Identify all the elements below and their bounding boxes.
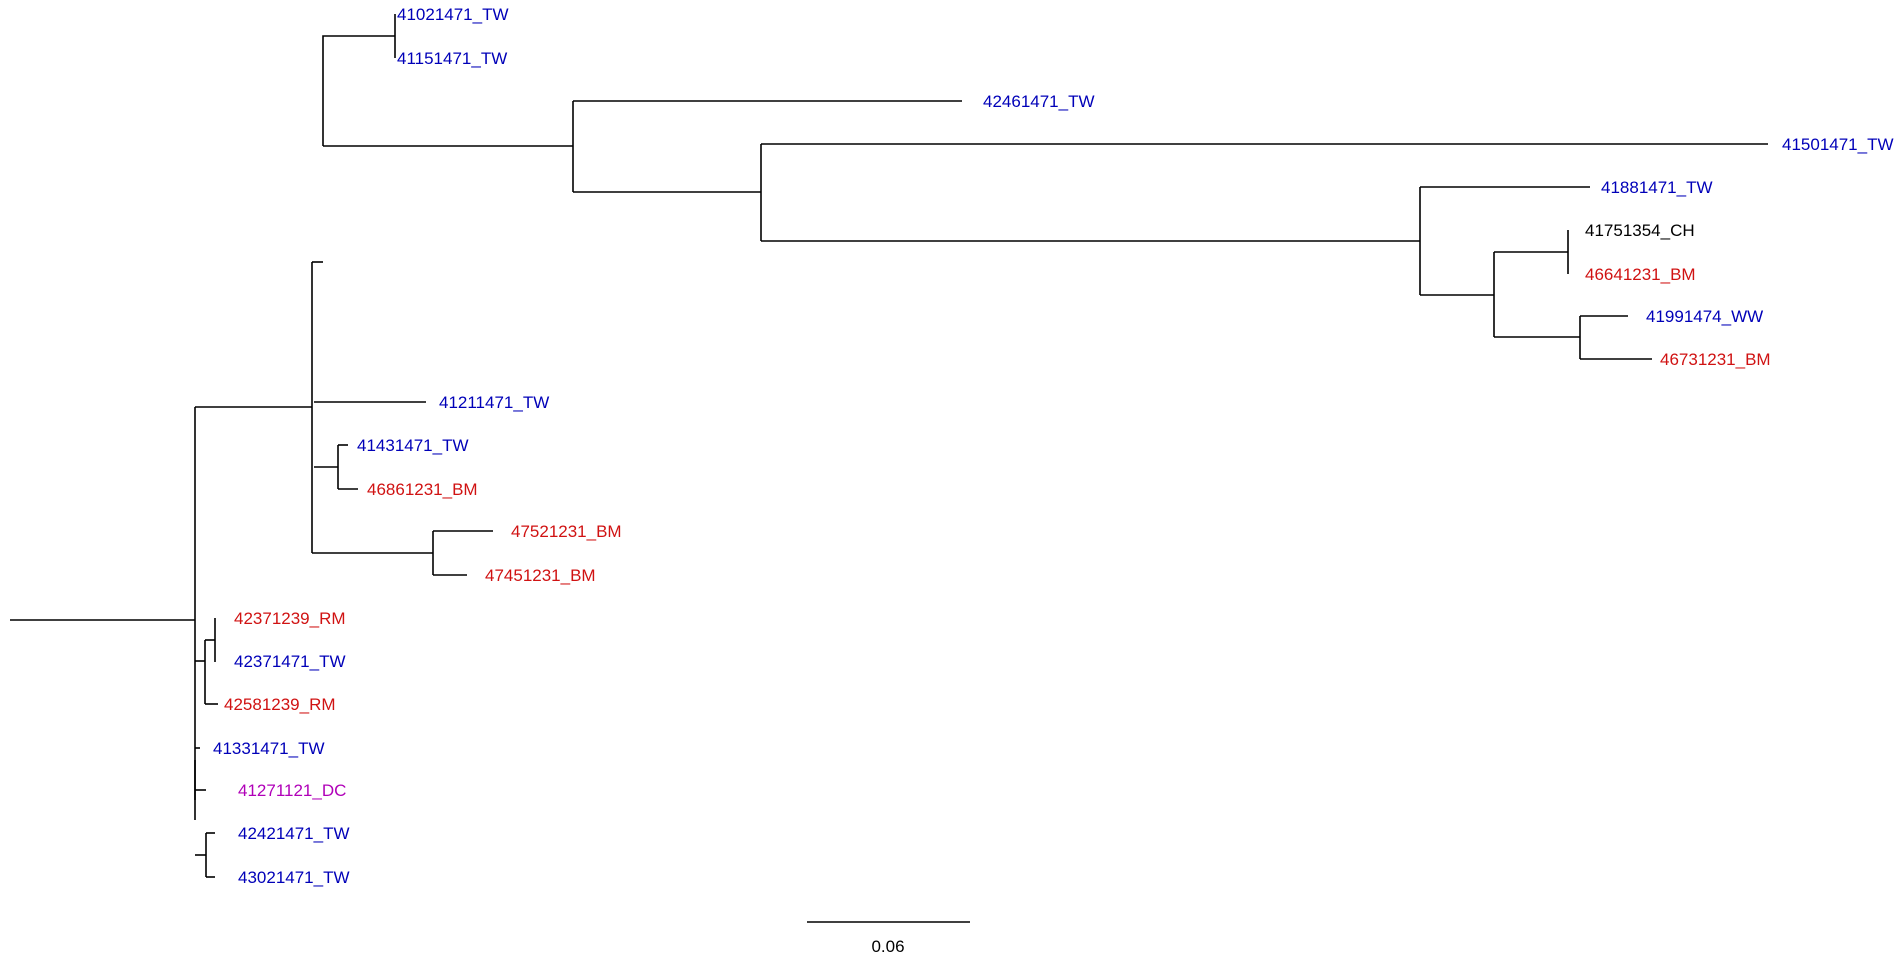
tree-branches <box>10 14 1768 878</box>
leaf-label-47521231_BM: 47521231_BM <box>511 522 622 541</box>
leaf-label-41881471_TW: 41881471_TW <box>1601 178 1713 197</box>
leaf-label-42581239_RM: 42581239_RM <box>224 695 336 714</box>
leaf-label-42461471_TW: 42461471_TW <box>983 92 1095 111</box>
scale-bar: 0.06 <box>807 921 970 956</box>
leaf-label-47451231_BM: 47451231_BM <box>485 566 596 585</box>
branch-node-b <box>322 35 395 90</box>
leaf-label-41751354_CH: 41751354_CH <box>1585 221 1695 240</box>
leaf-label-41501471_TW: 41501471_TW <box>1782 135 1894 154</box>
leaf-labels: 41021471_TW 41151471_TW 42461471_TW 4150147… <box>213 5 1894 887</box>
leaf-label-41151471_TW: 41151471_TW <box>397 49 507 68</box>
leaf-label-41271121_DC: 41271121_DC <box>238 781 346 800</box>
leaf-label-41331471_TW: 41331471_TW <box>213 739 325 758</box>
leaf-label-41431471_TW: 41431471_TW <box>357 436 469 455</box>
leaf-label-42371471_TW: 42371471_TW <box>234 652 346 671</box>
leaf-label-46641231_BM: 46641231_BM <box>1585 265 1696 284</box>
scale-bar-label: 0.06 <box>871 937 904 956</box>
leaf-label-41211471_TW: 41211471_TW <box>439 393 549 412</box>
leaf-label-43021471_TW: 43021471_TW <box>238 868 350 887</box>
leaf-label-42371239_RM: 42371239_RM <box>234 609 346 628</box>
leaf-label-41021471_TW: 41021471_TW <box>397 5 509 24</box>
leaf-label-46861231_BM: 46861231_BM <box>367 480 478 499</box>
leaf-label-41991474_WW: 41991474_WW <box>1646 307 1763 326</box>
leaf-label-46731231_BM: 46731231_BM <box>1660 350 1771 369</box>
leaf-label-42421471_TW: 42421471_TW <box>238 824 350 843</box>
